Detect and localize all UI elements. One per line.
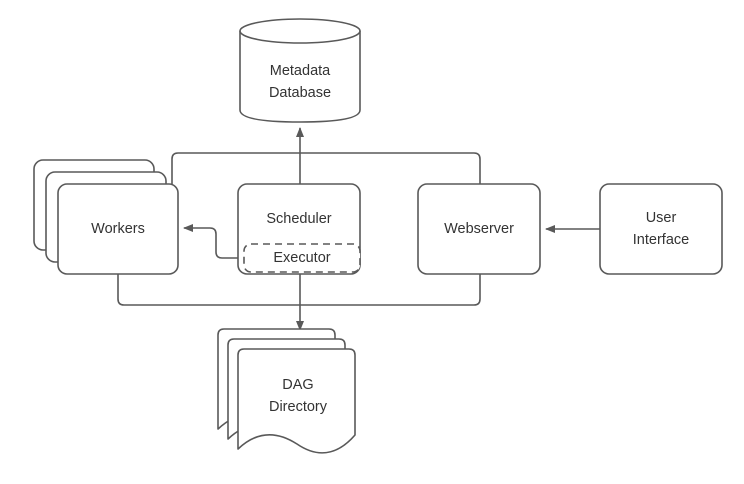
cylinder-body [239, 30, 361, 123]
dag-stack-front [237, 348, 356, 454]
edge-top-bus [171, 152, 481, 184]
node-metadata-database [239, 18, 361, 123]
node-user-interface [599, 183, 723, 275]
node-workers [33, 159, 179, 275]
node-webserver [417, 183, 541, 275]
workers-stack-front [57, 183, 179, 275]
node-dag-directory [217, 328, 356, 454]
edge-executor-to-workers [183, 224, 244, 259]
node-executor [243, 243, 361, 273]
cylinder-top [239, 18, 361, 44]
edge-bottom-bus [117, 274, 481, 306]
